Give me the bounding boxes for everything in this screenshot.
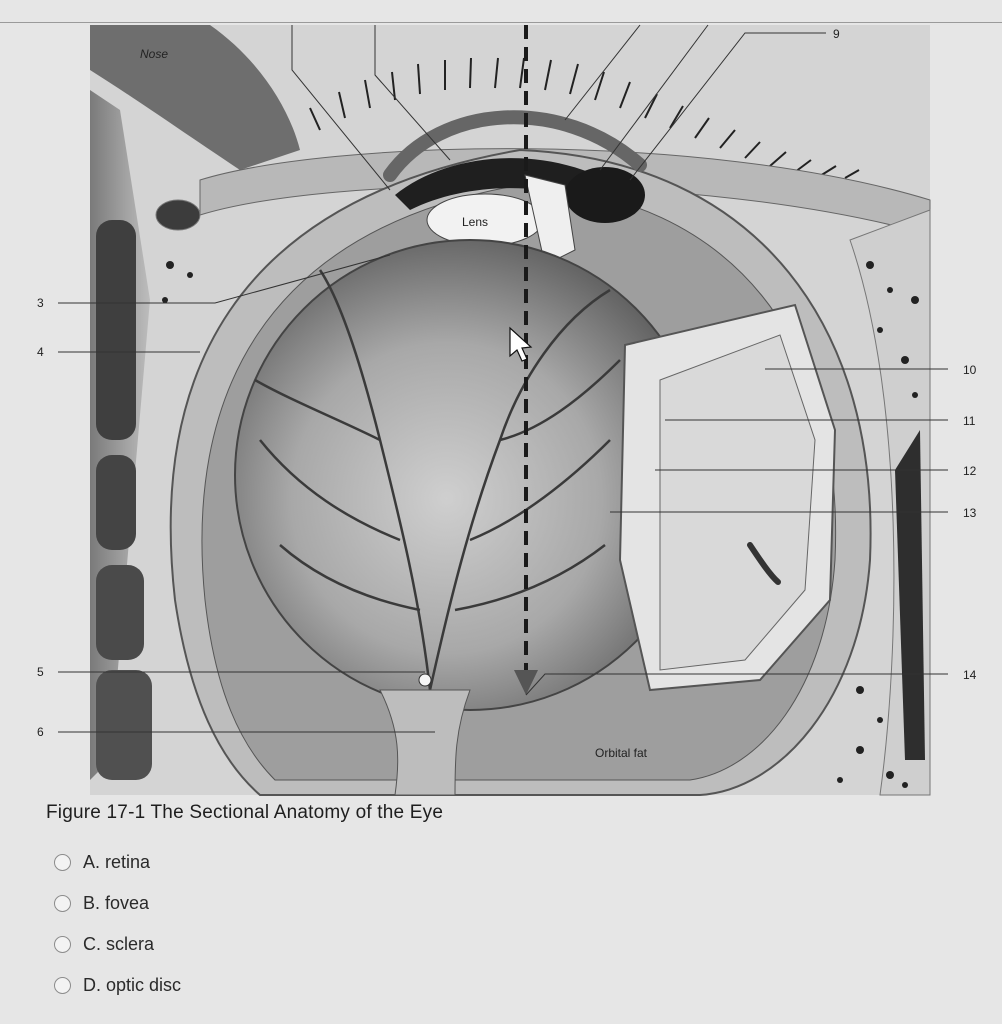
top-divider bbox=[0, 22, 1002, 23]
eye-anatomy-figure: Nose Lens bbox=[37, 24, 977, 796]
label-4: 4 bbox=[37, 345, 44, 359]
cornea bbox=[383, 110, 647, 182]
label-6: 6 bbox=[37, 725, 44, 739]
label-12: 12 bbox=[963, 464, 977, 478]
answer-options: A. retina B. fovea C. sclera D. optic di… bbox=[54, 842, 181, 1006]
label-13: 13 bbox=[963, 506, 977, 520]
optical-axis-arrow bbox=[514, 670, 538, 695]
option-d-label: D. optic disc bbox=[83, 975, 182, 995]
left-socket-hole bbox=[155, 199, 201, 231]
option-a-label: A. retina bbox=[83, 852, 151, 872]
nose-region bbox=[90, 25, 300, 170]
leader-lines bbox=[58, 24, 948, 733]
radio-button-icon[interactable] bbox=[54, 854, 71, 871]
sinus-cavity-1 bbox=[96, 220, 136, 440]
optic-disc-marker bbox=[418, 673, 432, 687]
label-5: 5 bbox=[37, 665, 44, 679]
label-10: 10 bbox=[963, 363, 977, 377]
iris bbox=[395, 158, 640, 215]
nose-label: Nose bbox=[140, 47, 168, 61]
option-d[interactable]: D. optic disc bbox=[54, 965, 181, 1006]
bone-spots bbox=[162, 261, 919, 788]
sinus-cavity-4 bbox=[96, 670, 152, 780]
orbital-fat-label: Orbital fat bbox=[595, 746, 648, 760]
label-11: 11 bbox=[963, 414, 976, 428]
lens-section bbox=[524, 174, 576, 266]
label-14: 14 bbox=[963, 668, 977, 682]
figure-caption: Figure 17-1 The Sectional Anatomy of the… bbox=[46, 802, 444, 823]
cutaway-inner bbox=[659, 334, 816, 671]
option-c-label: C. sclera bbox=[83, 934, 155, 954]
retinal-vessels bbox=[254, 269, 621, 691]
option-a[interactable]: A. retina bbox=[54, 842, 181, 883]
eyelashes bbox=[309, 57, 860, 179]
sinus-cavity-3 bbox=[96, 565, 144, 660]
mouse-cursor-icon bbox=[509, 326, 533, 362]
option-b[interactable]: B. fovea bbox=[54, 883, 181, 924]
vessel-cut bbox=[747, 542, 781, 585]
radio-button-icon[interactable] bbox=[54, 936, 71, 953]
optic-nerve bbox=[379, 689, 471, 796]
radio-button-icon[interactable] bbox=[54, 895, 71, 912]
option-c[interactable]: C. sclera bbox=[54, 924, 181, 965]
option-b-label: B. fovea bbox=[83, 893, 150, 913]
lens-label: Lens bbox=[462, 215, 488, 229]
label-3: 3 bbox=[37, 296, 44, 310]
anterior-chamber-dark bbox=[565, 167, 645, 223]
sinus-cavity-2 bbox=[96, 455, 136, 550]
radio-button-icon[interactable] bbox=[54, 977, 71, 994]
label-9: 9 bbox=[833, 27, 840, 41]
